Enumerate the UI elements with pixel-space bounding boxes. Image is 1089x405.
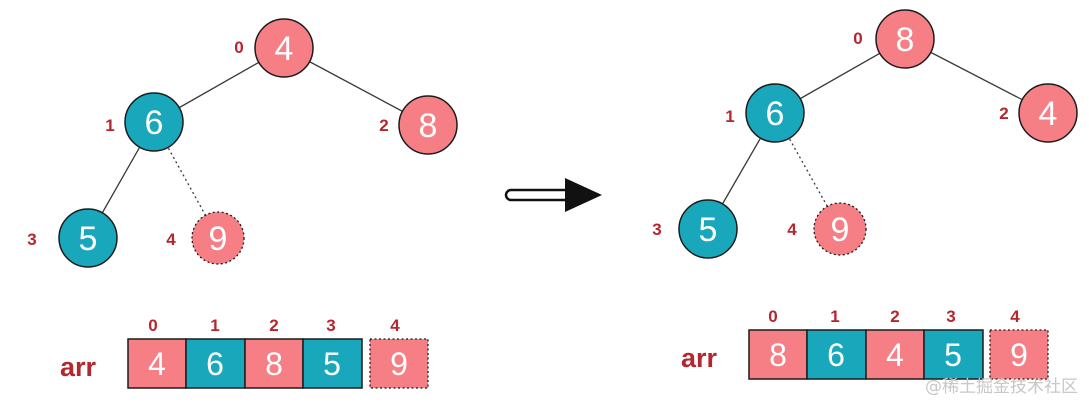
array-cell-value: 6: [206, 346, 224, 382]
array-index: 0: [768, 307, 777, 326]
array-cell-value: 4: [886, 337, 904, 373]
node-index: 4: [166, 230, 176, 249]
node-circle: [875, 9, 935, 69]
array-cell: [302, 338, 363, 389]
node-index: 3: [652, 220, 661, 239]
node-value: 5: [79, 220, 98, 258]
array-cell: [185, 338, 246, 389]
node-circle-dashed: [813, 202, 867, 256]
array-cell-value: 4: [148, 346, 166, 382]
node-value: 8: [419, 107, 438, 145]
tree-node: 9 4: [787, 202, 867, 256]
array-cell-value: 5: [944, 337, 962, 373]
array-cell-dashed: [989, 329, 1049, 380]
after-array: arr 0 1 2 3 4 8 6 4 5 9: [681, 307, 1049, 380]
node-circle: [678, 199, 738, 259]
tree-node: 9 4: [166, 211, 245, 265]
before-tree: 4 0 6 1 8 2 5 3 9 4: [27, 18, 458, 268]
node-index: 1: [105, 116, 114, 135]
array-cell-dashed: [369, 338, 429, 389]
array-cell-value: 8: [769, 337, 787, 373]
array-cell: [748, 329, 808, 380]
node-index: 0: [853, 29, 862, 48]
array-index: 2: [269, 316, 278, 335]
array-label: arr: [681, 343, 718, 373]
array-cell-value: 6: [827, 337, 845, 373]
array-cell-value: 5: [323, 346, 341, 382]
tree-node: 8 0: [853, 9, 935, 69]
array-cell: [244, 338, 304, 389]
tree-node: 6 1: [725, 83, 805, 143]
node-index: 3: [27, 230, 36, 249]
array-label: arr: [60, 352, 97, 382]
node-circle: [745, 83, 805, 143]
node-value: 6: [145, 104, 164, 142]
array-index: 2: [890, 307, 899, 326]
tree-node: 8 2: [379, 95, 458, 155]
node-circle-dashed: [191, 211, 245, 265]
array-index: 4: [1010, 307, 1020, 326]
array-cell-value: 9: [390, 346, 408, 382]
array-cell: [127, 338, 187, 389]
node-index: 2: [379, 116, 388, 135]
after-tree: 8 0 6 1 4 2 5 3 9 4: [652, 9, 1078, 259]
array-index: 0: [148, 316, 157, 335]
arrow-shaft: [504, 188, 572, 202]
node-value: 8: [896, 21, 915, 59]
tree-node: 4 0: [234, 18, 314, 78]
tree-node: 5 3: [27, 208, 118, 268]
array-index: 3: [326, 316, 335, 335]
array-cell-value: 9: [1010, 337, 1028, 373]
array-cell: [923, 329, 984, 380]
node-value: 6: [766, 95, 785, 133]
node-index: 4: [787, 220, 797, 239]
array-index: 1: [210, 316, 219, 335]
before-array: arr 0 1 2 3 4 4 6 8 5 9: [60, 316, 429, 389]
node-circle: [124, 92, 184, 152]
arrow-head: [565, 178, 602, 212]
node-index: 1: [725, 107, 734, 126]
tree-node: 6 1: [105, 92, 184, 152]
node-circle: [398, 95, 458, 155]
tree-node: 5 3: [652, 199, 738, 259]
watermark: @稀土掘金技术社区: [925, 377, 1078, 397]
node-value: 9: [831, 211, 850, 249]
node-value: 4: [1039, 95, 1058, 133]
array-cell: [865, 329, 925, 380]
node-index: 2: [999, 104, 1008, 123]
tree-node: 4 2: [999, 83, 1078, 143]
array-index: 3: [946, 307, 955, 326]
array-index: 4: [390, 316, 400, 335]
node-circle: [1018, 83, 1078, 143]
node-value: 4: [275, 30, 294, 68]
right-arrow-icon: [504, 178, 602, 212]
node-value: 5: [699, 211, 718, 249]
node-index: 0: [234, 38, 243, 57]
node-value: 9: [209, 220, 228, 258]
node-circle: [58, 208, 118, 268]
array-cell-value: 8: [265, 346, 283, 382]
node-circle: [254, 18, 314, 78]
array-index: 1: [830, 307, 839, 326]
